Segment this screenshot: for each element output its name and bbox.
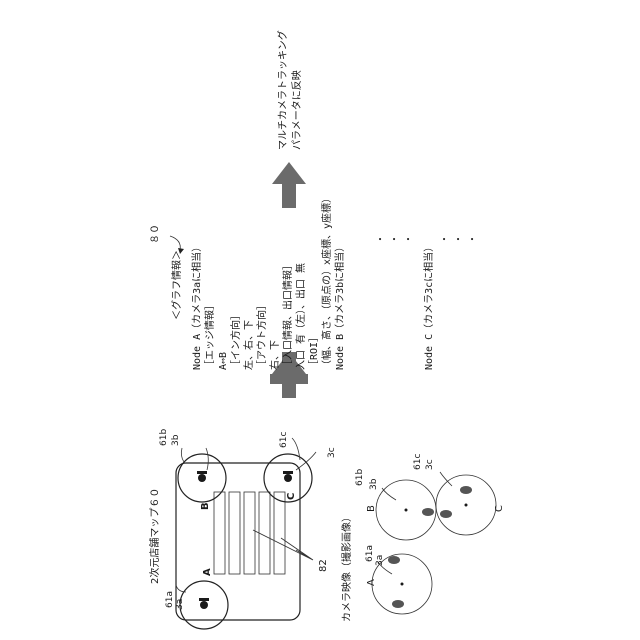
shelf xyxy=(259,492,270,574)
graph-line: A⇔B xyxy=(218,352,229,370)
graph-line: ［ROI］ xyxy=(308,332,320,370)
map-ref-61a: 61a xyxy=(165,591,175,608)
result-label: マルチカメラトラッキング パラメータに反映 xyxy=(276,30,303,150)
leader-video-61c xyxy=(440,472,452,486)
map-shelves-ref: 82 xyxy=(318,559,329,572)
video-ref-61c: 61c xyxy=(413,454,423,470)
graph-ellipsis: ・ xyxy=(404,234,415,244)
camera-center-b xyxy=(405,509,408,512)
map-ref-61b: 61b xyxy=(159,429,169,446)
shelves xyxy=(214,492,313,574)
graph-line: （幅、高さ、（原点の）x座標、y座標） xyxy=(320,193,333,370)
graph-ellipsis: ・ xyxy=(376,234,387,244)
camera-icon-3c xyxy=(283,471,293,482)
shelf xyxy=(274,492,285,574)
video-ref-3a: 3a xyxy=(375,555,385,566)
video-ref-3c: 3c xyxy=(425,459,435,470)
shelf xyxy=(214,492,225,574)
video-label-a: A xyxy=(366,579,377,586)
store-outline xyxy=(176,463,300,620)
camera-icon-3a xyxy=(199,598,209,609)
graph-line: Node A（カメラ3aに相当） xyxy=(190,242,203,370)
video-ref-61a: 61a xyxy=(365,545,375,562)
shelf xyxy=(229,492,240,574)
video-ref-61b: 61b xyxy=(355,469,365,486)
shelf xyxy=(244,492,255,574)
person-figure xyxy=(392,600,404,608)
graph-line: ［入口情報、出口情報］ xyxy=(281,260,294,370)
map-ref-3c: 3c xyxy=(327,447,337,458)
graph-line: 右、下 xyxy=(268,340,281,370)
camera-center-a xyxy=(401,583,404,586)
shelves-leader xyxy=(253,530,313,560)
graph-line: 左、右、下 xyxy=(242,320,255,370)
camera-video-title: カメラ映像（撮影画像） xyxy=(340,512,353,622)
graph-line: ［イン方向］ xyxy=(229,310,242,370)
arrow-to-result-shaft xyxy=(282,184,296,208)
leader-3b xyxy=(206,448,208,470)
person-figure xyxy=(460,486,472,494)
person-figure xyxy=(388,556,400,564)
graph-ref-leader xyxy=(170,236,180,250)
leader-61b xyxy=(181,448,184,462)
result-line-1: マルチカメラトラッキング xyxy=(276,30,289,150)
video-ref-3b: 3b xyxy=(369,478,379,490)
graph-ellipsis: ・ xyxy=(390,234,401,244)
video-label-b: B xyxy=(366,505,377,512)
graph-node-c-line: Node C（カメラ3cに相当） xyxy=(422,242,435,370)
arrow-to-result-icon xyxy=(272,162,306,184)
graph-ref: ８０ xyxy=(150,224,161,244)
camera-icon-3b xyxy=(197,471,207,482)
result-line-2: パラメータに反映 xyxy=(291,70,303,150)
person-figure xyxy=(440,510,452,518)
arrow-to-graph-shaft xyxy=(282,374,296,398)
map-ref-3a: 3a xyxy=(175,599,185,610)
graph-line: Node B（カメラ3bに相当） xyxy=(333,242,346,370)
person-figure xyxy=(422,508,434,516)
map-ref-61c: 61c xyxy=(279,432,289,448)
graph-info: ８０ ＜グラフ情報＞ Node A（カメラ3aに相当） ［エッジ情報］ A⇔B … xyxy=(150,193,479,370)
map-node-b: B xyxy=(200,502,211,510)
graph-ellipsis: ・ xyxy=(454,234,465,244)
map-node-a: A xyxy=(202,568,213,576)
graph-ellipsis: ・ xyxy=(440,234,451,244)
store-map: 2次元店舗マップ６０ 61a 3a 61b 3b 61c 3c A B C 82 xyxy=(148,429,337,629)
graph-ellipsis: ・ xyxy=(468,234,479,244)
video-label-c: C xyxy=(494,505,505,512)
map-title: 2次元店舗マップ６０ xyxy=(148,488,161,584)
person-figures xyxy=(388,486,472,608)
graph-line: ［エッジ情報］ xyxy=(203,300,216,370)
graph-line: ［アウト方向］ xyxy=(255,300,268,370)
camera-center-c xyxy=(465,504,468,507)
graph-line: 入口 有（左）、出口 無 xyxy=(294,263,307,370)
map-ref-3b: 3b xyxy=(171,434,181,446)
graph-title: ＜グラフ情報＞ xyxy=(170,250,183,320)
map-node-c: C xyxy=(286,493,297,500)
camera-video: カメラ映像（撮影画像） 61a 3a 61b 3b 61c 3c A B C xyxy=(340,454,505,622)
